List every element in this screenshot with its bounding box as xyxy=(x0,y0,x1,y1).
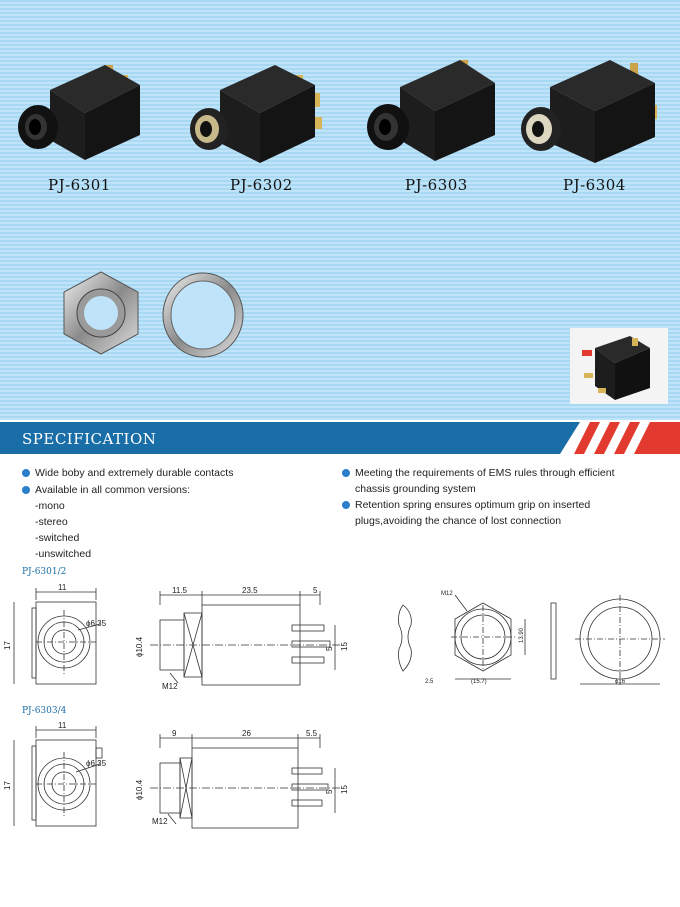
thread-label-1: M12 xyxy=(162,682,178,691)
dim-side-1c: 5 xyxy=(313,586,318,595)
dim-side-r1-2: 5 xyxy=(325,789,334,794)
product-label-pj6303: PJ-6303 xyxy=(405,176,468,194)
product-image-pj6304 xyxy=(521,60,657,163)
drawing-label-pj6301-2: PJ-6301/2 xyxy=(22,567,67,577)
product-image-pj6303 xyxy=(367,60,495,161)
dim-side-left-1: ϕ10.4 xyxy=(135,636,144,657)
specification-banner: SPECIFICATION xyxy=(0,422,680,454)
drawing-label-pj6303-4: PJ-6303/4 xyxy=(22,706,67,716)
feature-item: Available in all common versions: xyxy=(22,482,322,498)
side-view-drawing-1: 11.5 23.5 5 ϕ10.4 5 15 M12 xyxy=(135,586,349,691)
product-image-pj6302 xyxy=(190,65,322,163)
bullet-icon xyxy=(342,501,350,509)
product-image-pj6301 xyxy=(18,65,140,160)
dim-side-r1-1: 5 xyxy=(325,646,334,651)
washer-drawing: ϕ16 xyxy=(550,595,665,685)
dim-front-width-1: 11 xyxy=(58,583,67,592)
front-view-drawing-2: 11 ϕ6.35 17 xyxy=(3,721,107,827)
dim-side-2a: 9 xyxy=(172,729,177,738)
dim-side-r2-2: 15 xyxy=(340,785,349,794)
dim-side-r2-1: 15 xyxy=(340,642,349,651)
dim-front-dia-2: ϕ6.35 xyxy=(86,759,107,768)
inset-product-photo xyxy=(570,328,668,404)
dim-side-2b: 26 xyxy=(242,729,251,738)
feature-item: Retention spring ensures optimum grip on… xyxy=(342,497,672,513)
version-item: -switched xyxy=(35,532,80,544)
version-item: -mono xyxy=(35,500,65,512)
banner-stripes-decoration xyxy=(560,422,680,454)
bullet-icon xyxy=(342,469,350,477)
version-item: -unswitched xyxy=(35,548,92,560)
bullet-icon xyxy=(22,469,30,477)
nut-across-label: 13.90 xyxy=(519,627,525,643)
thread-label-2: M12 xyxy=(152,817,168,826)
dim-side-1b: 23.5 xyxy=(242,586,258,595)
hex-nut-image xyxy=(63,271,139,355)
feature-item: Wide boby and extremely durable contacts xyxy=(22,465,322,481)
nut-thick-label: 2.5 xyxy=(425,679,434,685)
nut-thread-label: M12 xyxy=(441,591,453,597)
dim-front-dia-1: ϕ6.35 xyxy=(86,619,107,628)
features-left: Wide boby and extremely durable contacts… xyxy=(22,465,322,562)
feature-item: Meeting the requirements of EMS rules th… xyxy=(342,465,672,481)
dim-side-2c: 5.5 xyxy=(306,729,318,738)
product-label-pj6301: PJ-6301 xyxy=(48,176,111,194)
nut-width-label: (15.7) xyxy=(471,679,487,685)
section-title: SPECIFICATION xyxy=(22,430,157,448)
nut-drawing: M12 13.90 2.5 (15.7) xyxy=(398,591,526,685)
side-view-drawing-2: 9 26 5.5 ϕ10.4 5 15 M12 xyxy=(135,729,349,829)
washer-dia-label: ϕ16 xyxy=(615,679,626,685)
dim-side-1a: 11.5 xyxy=(172,586,188,595)
version-item: -stereo xyxy=(35,516,68,528)
bullet-icon xyxy=(22,486,30,494)
product-label-pj6304: PJ-6304 xyxy=(563,176,626,194)
features-right: Meeting the requirements of EMS rules th… xyxy=(342,465,672,529)
dim-side-left-2: ϕ10.4 xyxy=(135,779,144,800)
washer-image xyxy=(162,272,244,358)
dim-front-height-2: 17 xyxy=(3,781,12,790)
dim-front-height-1: 17 xyxy=(3,641,12,650)
front-view-drawing-1: 11 ϕ6.35 17 xyxy=(3,583,107,685)
product-label-pj6302: PJ-6302 xyxy=(230,176,293,194)
dim-front-width-2: 11 xyxy=(58,721,67,730)
